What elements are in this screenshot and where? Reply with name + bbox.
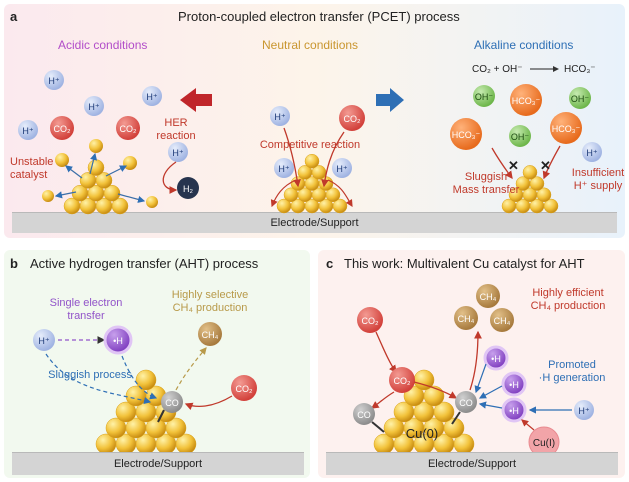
catalyst-particle: [413, 433, 435, 455]
catalyst-particle: [443, 417, 465, 439]
panel-c: [318, 250, 625, 478]
catalyst-particle: [125, 417, 147, 439]
svg-text:H⁺: H⁺: [578, 406, 589, 416]
catalyst-particle: [413, 401, 435, 423]
panel-b-label: b: [10, 256, 18, 271]
panel-b-support: Electrode/Support: [12, 452, 304, 475]
efficient-2: CH₄ production: [531, 300, 606, 312]
cu0-label: Cu(0): [406, 426, 439, 441]
cu1-label: Cu(I): [533, 438, 555, 449]
catalyst-particle: [115, 433, 137, 455]
catalyst-particle: [423, 417, 445, 439]
catalyst-particle: [125, 385, 147, 407]
catalyst-particle: [403, 417, 425, 439]
svg-text:CO₂: CO₂: [362, 316, 380, 326]
svg-text:CO: CO: [357, 410, 371, 420]
catalyst-particle: [423, 385, 445, 407]
panel-c-catalyst-pile: [373, 369, 475, 455]
panel-a-title: Proton-coupled electron transfer (PCET) …: [178, 9, 460, 24]
panel-c-species: CO₂ CO₂ CO CO CH₄ CH₄ CH₄ •H •H •H H⁺ Cu…: [353, 284, 594, 458]
catalyst-particle: [433, 433, 455, 455]
catalyst-particle: [393, 433, 415, 455]
single-electron-1: Single electron: [50, 297, 123, 309]
catalyst-particle: [453, 433, 475, 455]
panel-a-support: Electrode/Support: [12, 212, 617, 233]
panel-c-label: c: [326, 256, 334, 271]
catalyst-particle: [433, 401, 455, 423]
acidic-title: Acidic conditions: [58, 38, 148, 52]
panel-b-species: H⁺ •H CH₄ CO CO₂: [33, 322, 257, 423]
svg-text:CO: CO: [165, 398, 179, 408]
catalyst-particle: [155, 433, 177, 455]
catalyst-particle: [145, 385, 167, 407]
selective-1: Highly selective: [172, 289, 248, 301]
catalyst-particle: [145, 417, 167, 439]
single-electron-2: transfer: [67, 310, 105, 322]
svg-text:CH₄: CH₄: [494, 316, 511, 326]
neutral-title: Neutral conditions: [262, 38, 359, 52]
catalyst-particle: [383, 417, 405, 439]
catalyst-particle: [115, 401, 137, 423]
panel-a-label: a: [10, 9, 18, 24]
panel-b-title: Active hydrogen transfer (AHT) process: [30, 256, 259, 271]
panel-b: [4, 250, 310, 478]
catalyst-particle: [135, 401, 157, 423]
promoted-2: ·H generation: [539, 372, 606, 384]
panel-c-title: This work: Multivalent Cu catalyst for A…: [344, 256, 585, 271]
svg-text:CO₂: CO₂: [394, 376, 412, 386]
catalyst-particle: [135, 369, 157, 391]
catalyst-particle: [393, 401, 415, 423]
svg-text:CH₄: CH₄: [458, 314, 475, 324]
alkaline-title: Alkaline conditions: [474, 38, 574, 52]
catalyst-particle: [155, 401, 177, 423]
sluggish-process: Sluggish process: [48, 369, 132, 381]
svg-text:CO: CO: [459, 398, 473, 408]
catalyst-particle: [95, 433, 117, 455]
svg-text:•H: •H: [509, 380, 519, 390]
catalyst-particle: [403, 385, 425, 407]
promoted-1: Promoted: [548, 359, 596, 371]
svg-text:•H: •H: [509, 406, 519, 416]
catalyst-particle: [135, 433, 157, 455]
catalyst-particle: [373, 433, 395, 455]
svg-text:•H: •H: [491, 354, 501, 364]
svg-text:CH₄: CH₄: [202, 330, 219, 340]
svg-text:•H: •H: [113, 336, 123, 346]
svg-text:CO₂: CO₂: [236, 384, 254, 394]
svg-text:CH₄: CH₄: [480, 292, 497, 302]
panel-c-support: Electrode/Support: [326, 452, 618, 475]
panel-b-catalyst-pile: [95, 369, 197, 455]
catalyst-particle: [165, 417, 187, 439]
efficient-1: Highly efficient: [532, 287, 603, 299]
selective-2: CH₄ production: [173, 302, 248, 314]
catalyst-particle: [413, 369, 435, 391]
svg-text:H⁺: H⁺: [38, 336, 49, 346]
catalyst-particle: [175, 433, 197, 455]
catalyst-particle: [105, 417, 127, 439]
